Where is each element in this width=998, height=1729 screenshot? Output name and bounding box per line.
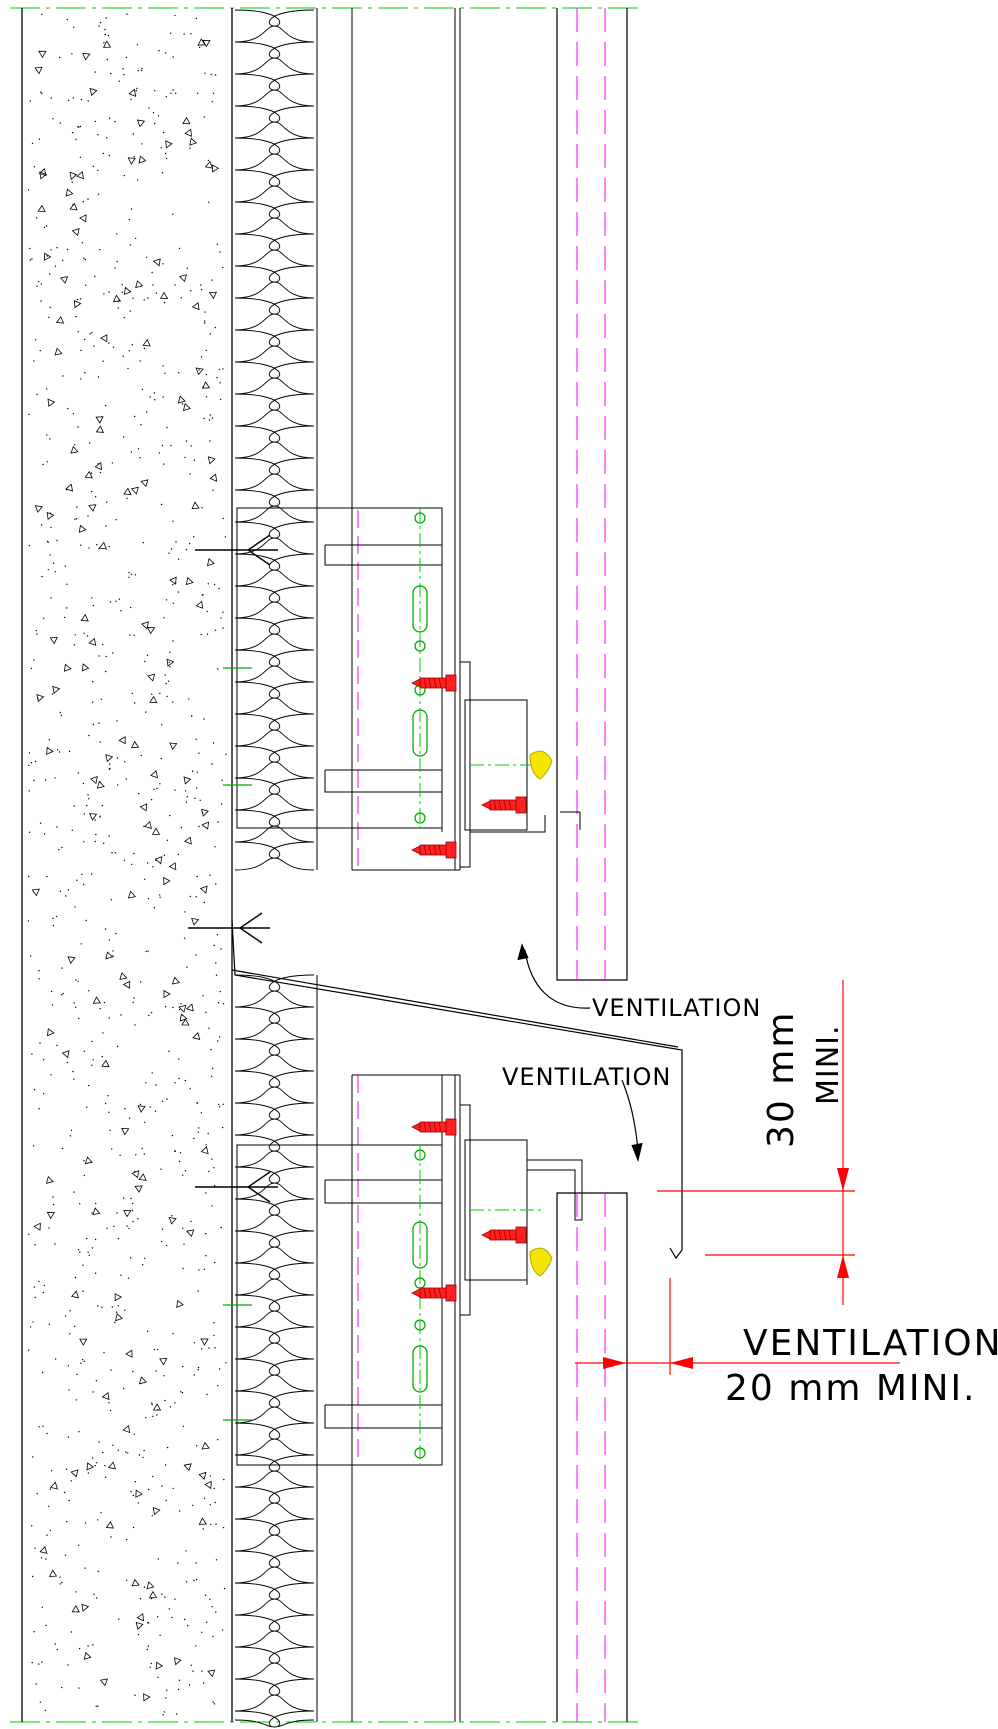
concrete-hatch	[27, 13, 227, 1716]
horizontal-dimension-value: 20 mm MINI.	[725, 1368, 977, 1409]
screw-icon	[481, 796, 527, 814]
screw-icon	[411, 1118, 457, 1136]
insulation-lower	[234, 974, 315, 1728]
lower-bracket	[236, 1075, 583, 1466]
ventilation-arrows	[517, 943, 643, 1162]
screw-icon	[411, 674, 457, 692]
gaskets	[529, 750, 553, 1277]
vertical-dimension-value: 30 mm	[761, 1011, 802, 1148]
dimension-arrowheads	[603, 1168, 849, 1369]
horizontal-dimension-title: VENTILATION	[743, 1323, 998, 1364]
dimension-lines	[575, 980, 900, 1375]
screw-icon	[411, 841, 457, 859]
vertical-dimension-note: MINI.	[811, 1024, 846, 1105]
wall-anchors	[188, 534, 278, 1203]
flashing-sheet	[231, 919, 683, 1260]
break-lines	[10, 7, 640, 1723]
screw-icon	[411, 1284, 457, 1302]
insulation-upper	[234, 9, 315, 871]
upper-bracket	[236, 507, 581, 868]
insulation-layer	[231, 8, 318, 1728]
concrete-wall	[21, 8, 233, 1722]
screw-icon	[481, 1226, 527, 1244]
screws	[411, 674, 527, 1302]
ventilation-label-upper: VENTILATION	[592, 994, 761, 1022]
ventilation-label-lower: VENTILATION	[502, 1063, 671, 1091]
facade-panels	[556, 8, 628, 1722]
